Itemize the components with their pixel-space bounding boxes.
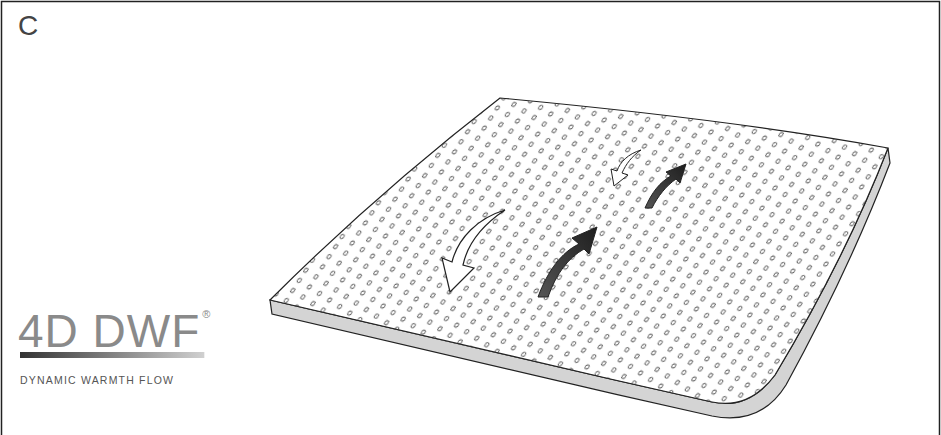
logo-text: 4D DWF <box>18 304 200 358</box>
flow-arrow <box>611 150 641 186</box>
flow-arrow <box>645 164 686 208</box>
registered-mark: ® <box>202 308 210 320</box>
pad-surface <box>270 98 888 403</box>
perforation-pattern <box>270 98 888 403</box>
flow-arrow <box>442 210 505 292</box>
flow-arrow <box>538 227 597 297</box>
panel-letter: C <box>18 10 38 42</box>
logo-tagline: DYNAMIC WARMTH FLOW <box>20 374 174 386</box>
